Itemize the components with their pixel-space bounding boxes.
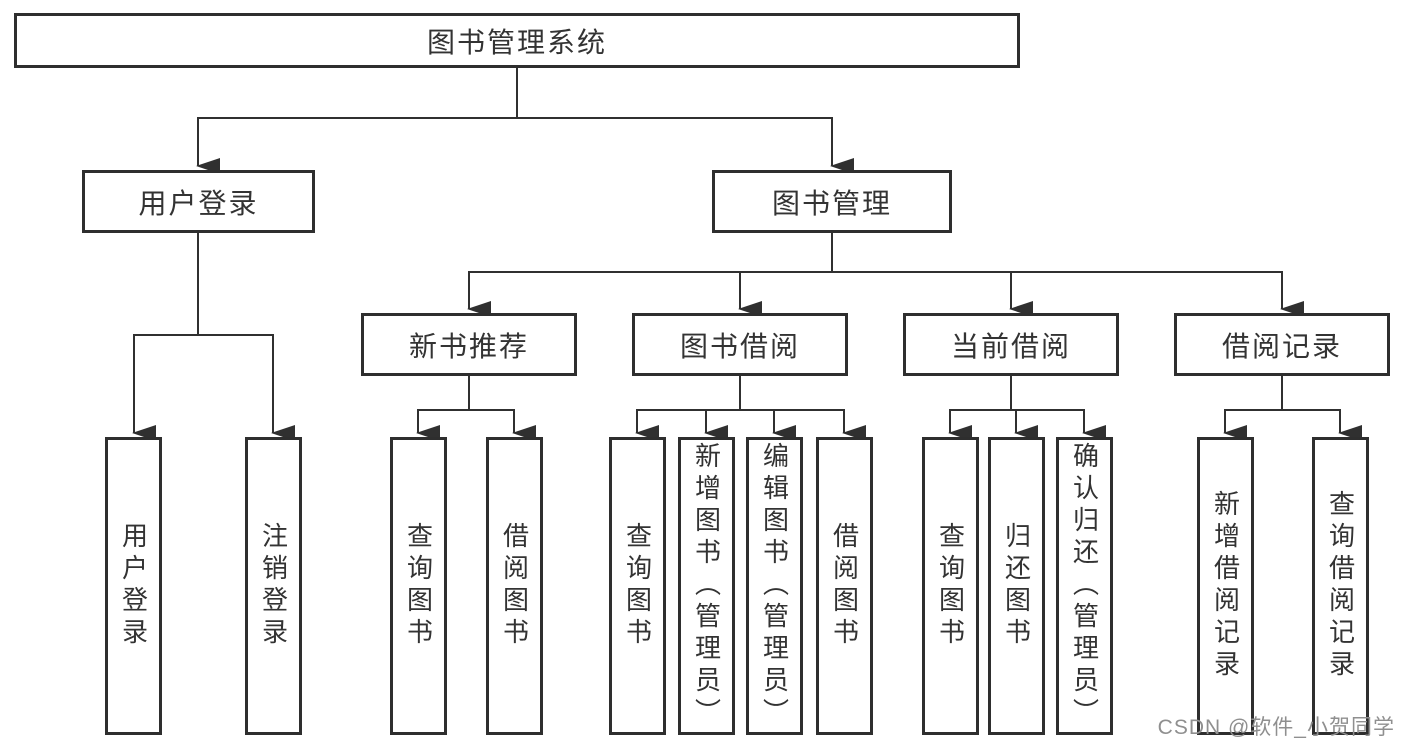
node-label: 用户登录 <box>138 187 259 219</box>
node-book-management: 图书管理 <box>712 170 952 233</box>
leaf-query-books-current: 查询图书 <box>922 437 979 735</box>
leaf-return-books: 归还图书 <box>988 437 1045 735</box>
leaf-user-login: 用户登录 <box>105 437 162 735</box>
leaf-edit-books-admin: 编辑图书（管理员） <box>746 437 803 735</box>
csdn-watermark: CSDN @软件_小贺同学 <box>1157 716 1395 739</box>
leaf-add-borrow-record: 新增借阅记录 <box>1197 437 1254 735</box>
node-borrowing-records: 借阅记录 <box>1174 313 1390 376</box>
node-label: 图书管理系统 <box>426 26 607 58</box>
node-user-login: 用户登录 <box>82 170 315 233</box>
node-label: 图书借阅 <box>679 330 800 362</box>
leaf-query-books-borrowing: 查询图书 <box>609 437 666 735</box>
node-book-borrowing: 图书借阅 <box>632 313 848 376</box>
leaf-borrow-books-borrowing: 借阅图书 <box>816 437 873 735</box>
leaf-label: 查询图书 <box>622 522 653 650</box>
leaf-label: 新增借阅记录 <box>1210 490 1241 682</box>
leaf-label: 借阅图书 <box>499 522 530 650</box>
leaf-label: 新增图书（管理员） <box>691 442 722 730</box>
leaf-query-books-recommend: 查询图书 <box>390 437 447 735</box>
leaf-query-borrow-record: 查询借阅记录 <box>1312 437 1369 735</box>
leaf-label: 归还图书 <box>1001 522 1032 650</box>
leaf-label: 借阅图书 <box>829 522 860 650</box>
leaf-label: 查询借阅记录 <box>1325 490 1356 682</box>
leaf-logout-login: 注销登录 <box>245 437 302 735</box>
leaf-add-books-admin: 新增图书（管理员） <box>678 437 735 735</box>
node-label: 当前借阅 <box>950 330 1071 362</box>
node-label: 新书推荐 <box>408 330 529 362</box>
node-current-borrowing: 当前借阅 <box>903 313 1119 376</box>
node-label: 借阅记录 <box>1221 330 1342 362</box>
leaf-label: 查询图书 <box>403 522 434 650</box>
node-label: 图书管理 <box>771 187 892 219</box>
leaf-label: 编辑图书（管理员） <box>759 442 790 730</box>
leaf-label: 查询图书 <box>935 522 966 650</box>
leaf-confirm-return-admin: 确认归还（管理员） <box>1056 437 1113 735</box>
leaf-label: 确认归还（管理员） <box>1069 442 1100 730</box>
leaf-label: 注销登录 <box>258 522 289 650</box>
node-new-book-recommendation: 新书推荐 <box>361 313 577 376</box>
node-library-management-system: 图书管理系统 <box>14 13 1020 68</box>
leaf-borrow-books-recommend: 借阅图书 <box>486 437 543 735</box>
leaf-label: 用户登录 <box>118 522 149 650</box>
